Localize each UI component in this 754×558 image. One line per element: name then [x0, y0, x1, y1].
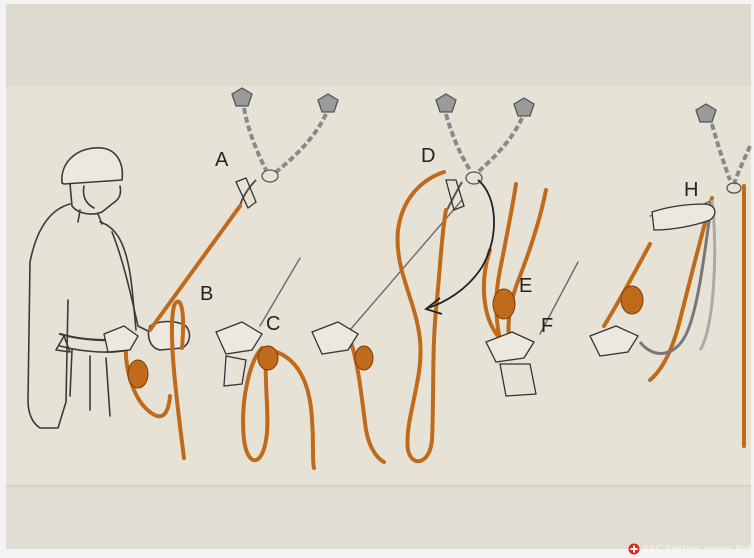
label-c: C — [266, 314, 280, 334]
paper-bottom-shade — [6, 486, 751, 549]
credit-watermark: SAC Sektion Hoher Rohr — [628, 542, 754, 556]
sac-cross-logo-icon — [628, 543, 640, 555]
credit-text: SAC Sektion Hoher Rohr — [643, 544, 754, 555]
label-b: B — [200, 284, 213, 304]
label-d: D — [421, 146, 435, 166]
knot-b — [128, 360, 148, 388]
paper-top-shade — [6, 4, 751, 86]
label-f: F — [541, 316, 553, 336]
knot-c — [258, 346, 278, 370]
knot-d — [355, 346, 373, 370]
label-e: E — [519, 276, 532, 296]
knot-h — [621, 286, 643, 314]
knot-e — [493, 289, 515, 319]
label-h: H — [684, 180, 698, 200]
label-a: A — [215, 150, 228, 170]
